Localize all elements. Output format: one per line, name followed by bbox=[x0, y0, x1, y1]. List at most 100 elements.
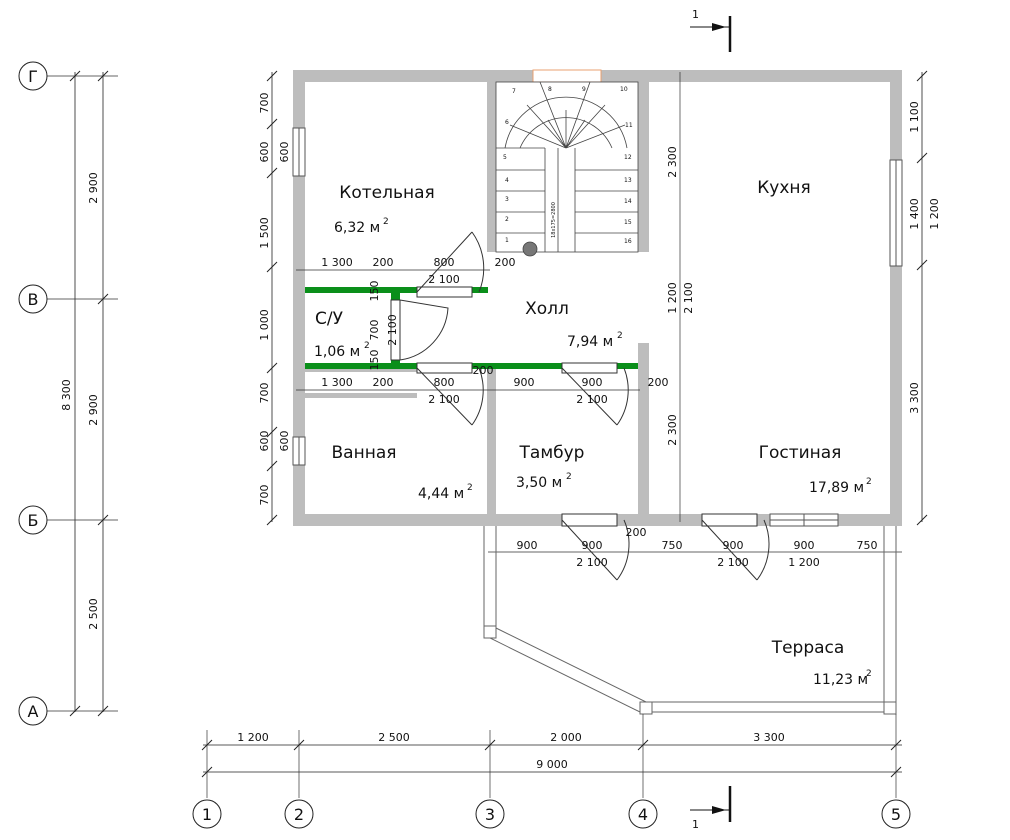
sup-living: 2 bbox=[866, 477, 872, 487]
svg-text:750: 750 bbox=[857, 539, 878, 552]
room-name-bath: Ванная bbox=[332, 443, 397, 463]
svg-text:14: 14 bbox=[624, 198, 632, 205]
room-area-living: 17,89 м bbox=[809, 480, 864, 496]
svg-text:2 100: 2 100 bbox=[428, 393, 460, 406]
dim-8300: 8 300 bbox=[60, 379, 73, 411]
left-dimension-chains: 8 300 2 900 2 900 2 500 bbox=[45, 70, 118, 717]
room-name-vestibule: Тамбур bbox=[519, 443, 585, 463]
svg-text:1 200: 1 200 bbox=[237, 731, 269, 744]
svg-text:1 300: 1 300 bbox=[321, 256, 353, 269]
svg-text:2 500: 2 500 bbox=[378, 731, 410, 744]
sup-terrace: 2 bbox=[866, 669, 872, 679]
axis-B-label: Б bbox=[28, 511, 39, 530]
svg-text:8: 8 bbox=[548, 86, 552, 93]
dim-600-b2: 600 bbox=[278, 431, 291, 452]
svg-text:13: 13 bbox=[624, 177, 632, 184]
svg-text:2 100: 2 100 bbox=[682, 282, 695, 314]
dim-2900-top: 2 900 bbox=[87, 172, 100, 204]
staircase bbox=[495, 81, 639, 257]
svg-text:750: 750 bbox=[662, 539, 683, 552]
dim-3300-r: 3 300 bbox=[908, 382, 921, 414]
svg-text:2 300: 2 300 bbox=[666, 414, 679, 446]
sup-hall: 2 bbox=[617, 331, 623, 341]
svg-text:200: 200 bbox=[373, 256, 394, 269]
dim-2500-bottom: 2 500 bbox=[87, 598, 100, 630]
svg-text:900: 900 bbox=[794, 539, 815, 552]
sup-bath: 2 bbox=[467, 483, 473, 493]
section-mark-top: 1 bbox=[690, 8, 732, 52]
interior-dims: 1 300 200 800 2 100 200 150 700 2 100 15… bbox=[296, 72, 902, 569]
room-name-kitchen: Кухня bbox=[757, 178, 811, 198]
axis-G-label: Г bbox=[28, 67, 38, 86]
section-mark-bottom: 1 bbox=[690, 786, 732, 831]
svg-text:3: 3 bbox=[505, 196, 509, 203]
svg-text:900: 900 bbox=[723, 539, 744, 552]
svg-text:5: 5 bbox=[503, 154, 507, 161]
svg-text:1 200: 1 200 bbox=[666, 282, 679, 314]
sup-boiler: 2 bbox=[383, 217, 389, 227]
axis-2-label: 2 bbox=[294, 805, 304, 824]
doors bbox=[390, 231, 770, 581]
section-number-bottom: 1 bbox=[692, 818, 699, 831]
windows bbox=[292, 69, 903, 527]
svg-text:700: 700 bbox=[368, 320, 381, 341]
dim-1200-r: 1 200 bbox=[928, 198, 941, 230]
svg-text:3 300: 3 300 bbox=[753, 731, 785, 744]
room-name-wc: С/У bbox=[315, 309, 344, 329]
svg-text:2 100: 2 100 bbox=[576, 393, 608, 406]
svg-text:900: 900 bbox=[514, 376, 535, 389]
sup-wc: 2 bbox=[364, 341, 370, 351]
svg-text:150: 150 bbox=[368, 281, 381, 302]
dim-1400: 1 400 bbox=[908, 198, 921, 230]
left-wall-dims: 700 600 600 1 500 1 000 700 600 600 700 bbox=[258, 70, 291, 526]
svg-text:800: 800 bbox=[434, 376, 455, 389]
room-name-hall: Холл bbox=[525, 299, 569, 319]
svg-text:2: 2 bbox=[505, 216, 509, 223]
svg-text:900: 900 bbox=[582, 539, 603, 552]
svg-text:7: 7 bbox=[512, 88, 516, 95]
room-labels: Котельная 6,32 м 2 С/У 1,06 м 2 Холл 7,9… bbox=[314, 178, 872, 688]
svg-text:9: 9 bbox=[582, 86, 586, 93]
svg-text:200: 200 bbox=[495, 256, 516, 269]
room-area-bath: 4,44 м bbox=[418, 486, 464, 502]
dim-2900-mid: 2 900 bbox=[87, 394, 100, 426]
svg-text:200: 200 bbox=[626, 526, 647, 539]
svg-text:2 100: 2 100 bbox=[428, 273, 460, 286]
dim-1500: 1 500 bbox=[258, 217, 271, 249]
svg-text:9 000: 9 000 bbox=[536, 758, 568, 771]
svg-text:800: 800 bbox=[434, 256, 455, 269]
room-area-hall: 7,94 м bbox=[567, 334, 613, 350]
room-area-boiler: 6,32 м bbox=[334, 220, 380, 236]
svg-text:900: 900 bbox=[517, 539, 538, 552]
axis-1-label: 1 bbox=[202, 805, 212, 824]
svg-text:6: 6 bbox=[505, 119, 509, 126]
svg-text:150: 150 bbox=[368, 350, 381, 371]
svg-text:10: 10 bbox=[620, 86, 628, 93]
svg-text:4: 4 bbox=[505, 177, 509, 184]
svg-text:2 300: 2 300 bbox=[666, 146, 679, 178]
terrace-outline bbox=[483, 526, 897, 715]
room-name-living: Гостиная bbox=[759, 443, 842, 463]
svg-text:2 100: 2 100 bbox=[386, 314, 399, 346]
room-area-vestibule: 3,50 м bbox=[516, 475, 562, 491]
svg-text:1 300: 1 300 bbox=[321, 376, 353, 389]
dim-1100: 1 100 bbox=[908, 101, 921, 133]
axis-3-label: 3 bbox=[485, 805, 495, 824]
svg-text:900: 900 bbox=[582, 376, 603, 389]
room-area-terrace: 11,23 м bbox=[813, 672, 868, 688]
svg-text:2 100: 2 100 bbox=[717, 556, 749, 569]
svg-text:1: 1 bbox=[505, 237, 509, 244]
axis-A-label: А bbox=[28, 702, 39, 721]
svg-text:2 100: 2 100 bbox=[576, 556, 608, 569]
axis-bubbles-vertical: Г В Б А bbox=[18, 61, 48, 726]
svg-text:1 200: 1 200 bbox=[788, 556, 820, 569]
svg-text:200: 200 bbox=[373, 376, 394, 389]
bottom-dimension-chains: 1 200 2 500 2 000 3 300 9 000 bbox=[201, 714, 902, 798]
room-name-boiler: Котельная bbox=[339, 183, 434, 203]
svg-text:200: 200 bbox=[648, 376, 669, 389]
room-area-wc: 1,06 м bbox=[314, 344, 360, 360]
dim-700-c: 700 bbox=[258, 485, 271, 506]
dim-600-b: 600 bbox=[258, 431, 271, 452]
svg-text:200: 200 bbox=[473, 364, 494, 377]
